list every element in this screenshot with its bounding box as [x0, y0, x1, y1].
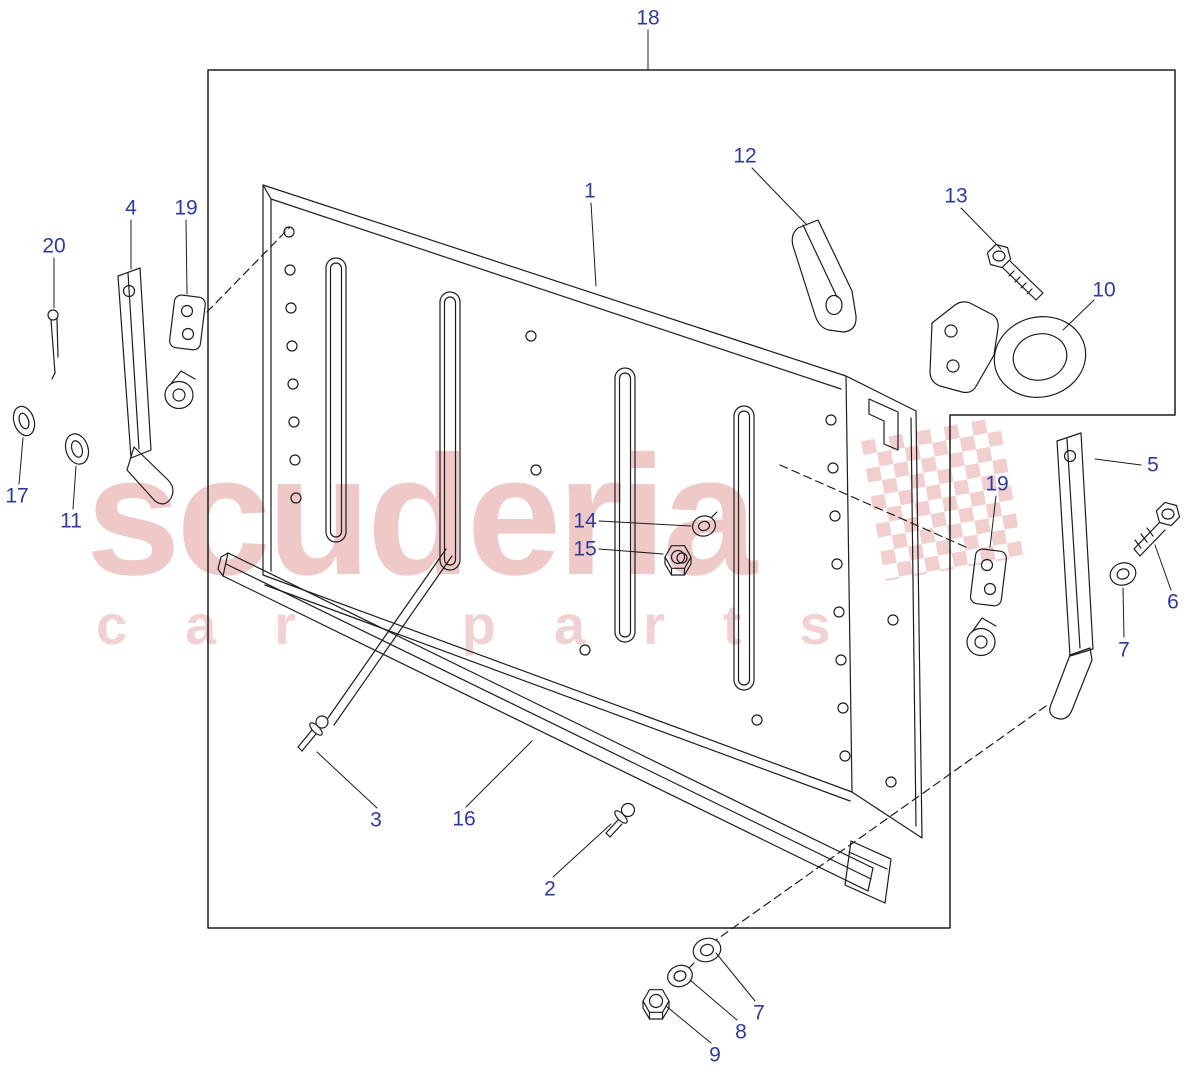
bolt-13 [986, 243, 1044, 301]
watermark-brand-text: scuderia [86, 421, 757, 611]
boundary-box-18 [207, 69, 1176, 929]
panel-slot [733, 405, 755, 691]
bracket-12 [791, 219, 857, 333]
washer-7-right [1109, 562, 1137, 586]
callout-10: 10 [1092, 278, 1116, 302]
hinge-plate-19-left [164, 294, 206, 410]
callout-19-right: 19 [985, 472, 1009, 496]
callout-5: 5 [1147, 453, 1159, 477]
hinge-plate-19-right [966, 548, 1007, 657]
panel-slot [614, 367, 636, 643]
screw-2 [605, 802, 636, 838]
callout-13: 13 [944, 184, 968, 208]
washer-17 [12, 405, 36, 437]
callout-17: 17 [5, 484, 29, 508]
pin-3 [297, 548, 453, 752]
panel-slot [439, 291, 461, 571]
callout-4: 4 [125, 196, 137, 220]
washer-11 [64, 433, 90, 465]
callout-14: 14 [573, 509, 597, 533]
callout-16: 16 [452, 807, 476, 831]
callout-7-right: 7 [1118, 638, 1130, 662]
callout-19-left: 19 [174, 196, 198, 220]
nut-15 [664, 545, 692, 576]
panel-holes [283, 226, 899, 788]
lock-washer-14 [691, 511, 718, 537]
lock-washer-8 [667, 962, 695, 988]
callout-9: 9 [709, 1043, 721, 1067]
hinge-pillar-left-4 [117, 267, 174, 505]
panel-slot [325, 257, 347, 543]
watermark-tagline-text: car parts [96, 593, 889, 656]
callout-leader-lines [18, 29, 1172, 1044]
checkered-flag-watermark [860, 416, 1024, 582]
callout-18: 18 [636, 6, 660, 30]
callout-11: 11 [60, 509, 82, 533]
sill-rail-16 [217, 552, 892, 904]
callout-12: 12 [733, 144, 757, 168]
callout-8: 8 [735, 1020, 747, 1044]
callout-2: 2 [544, 877, 556, 901]
callout-15: 15 [573, 537, 597, 561]
lashing-eye-10 [929, 301, 1087, 398]
callout-7-bottom: 7 [753, 1001, 765, 1025]
nut-9 [642, 989, 670, 1020]
callout-1: 1 [584, 179, 596, 203]
callout-6: 6 [1167, 590, 1179, 614]
tailgate-panel-1 [262, 184, 923, 839]
assembly-dashed-lines [206, 226, 1047, 941]
callout-3: 3 [370, 808, 382, 832]
callout-20: 20 [42, 234, 66, 258]
cotter-pin-20 [47, 309, 59, 380]
hinge-pillar-right-5 [1049, 432, 1094, 720]
bolt-6 [1133, 501, 1181, 557]
washer-7-bottom [692, 937, 722, 963]
